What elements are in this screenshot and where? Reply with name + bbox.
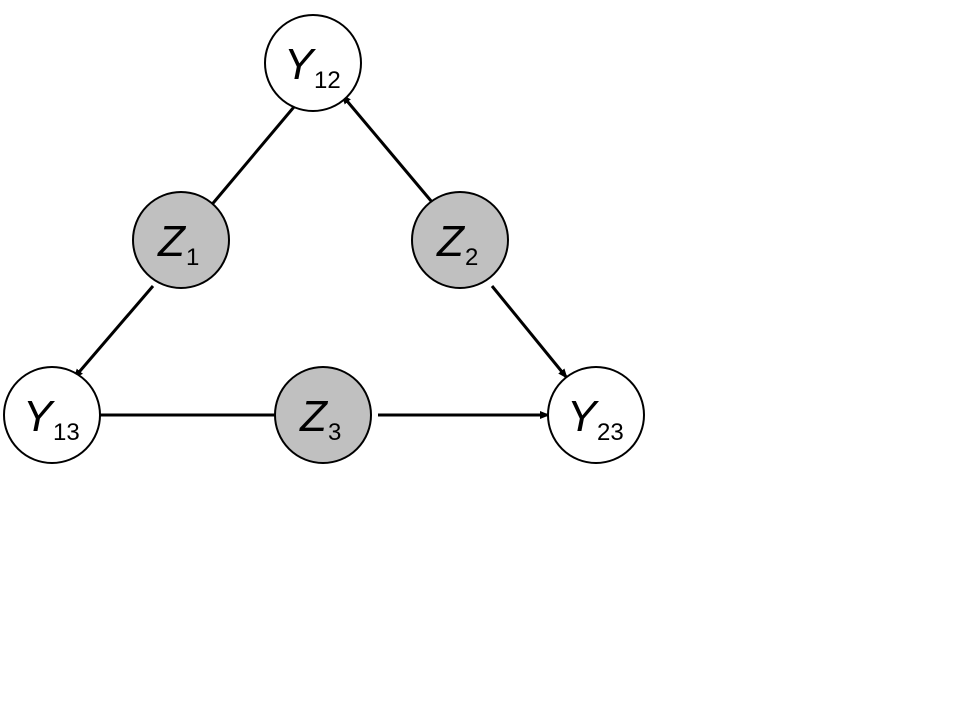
node-z2: Z 2 bbox=[411, 191, 509, 289]
node-z1-circle bbox=[132, 191, 230, 289]
node-z1-letter: Z bbox=[157, 217, 187, 266]
node-z3-subscript: 3 bbox=[328, 419, 341, 446]
node-y12-circle bbox=[264, 14, 362, 112]
edge-z2-y12 bbox=[340, 94, 439, 209]
node-y12-letter: Y bbox=[284, 40, 316, 89]
node-z1: Z 1 bbox=[132, 191, 230, 289]
node-z2-letter: Z bbox=[436, 217, 466, 266]
node-y13-letter: Y bbox=[23, 392, 55, 441]
node-z3-circle bbox=[274, 366, 372, 464]
node-y12: Y 12 bbox=[264, 14, 362, 112]
node-y13: Y 13 bbox=[3, 366, 101, 464]
node-y13-circle bbox=[3, 366, 101, 464]
node-y23-subscript: 23 bbox=[597, 419, 624, 446]
node-z2-subscript: 2 bbox=[465, 244, 478, 271]
edge-z1-y13 bbox=[72, 285, 155, 379]
node-z3-letter: Z bbox=[299, 392, 329, 441]
node-z2-circle bbox=[411, 191, 509, 289]
node-y23-letter: Y bbox=[567, 392, 599, 441]
node-y23-circle bbox=[547, 366, 645, 464]
edge-z2-y23 bbox=[490, 285, 569, 379]
edge-z1-y12 bbox=[207, 94, 306, 209]
edges bbox=[72, 94, 569, 419]
node-y23: Y 23 bbox=[547, 366, 645, 464]
node-z3: Z 3 bbox=[274, 366, 372, 464]
node-y13-subscript: 13 bbox=[53, 419, 80, 446]
node-z1-subscript: 1 bbox=[186, 244, 199, 271]
node-y12-subscript: 12 bbox=[314, 67, 341, 94]
